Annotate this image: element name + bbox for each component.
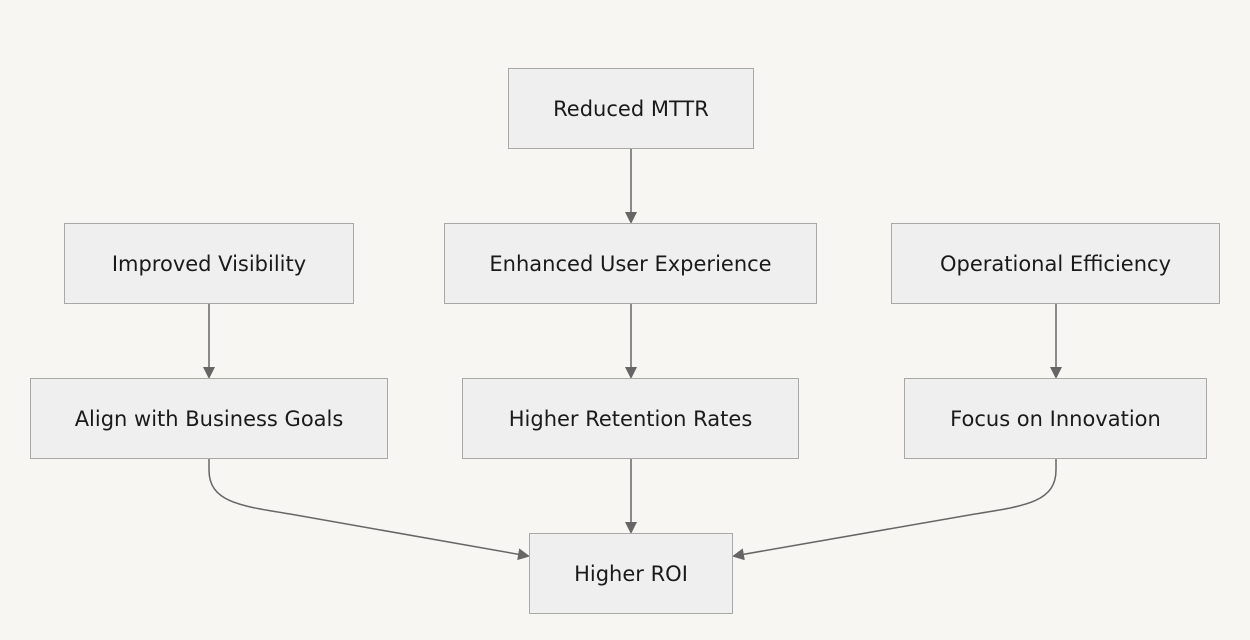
node-reduced-mttr: Reduced MTTR <box>508 68 754 149</box>
node-label: Enhanced User Experience <box>489 251 772 276</box>
node-higher-roi: Higher ROI <box>529 533 733 614</box>
node-label: Reduced MTTR <box>553 96 709 121</box>
node-operational-efficiency: Operational Efficiency <box>891 223 1220 304</box>
node-label: Improved Visibility <box>111 251 307 276</box>
node-label: Operational Efficiency <box>939 251 1172 276</box>
edge-focus-on-innovation-to-higher-roi <box>732 459 1057 561</box>
edge-align-with-business-goals-to-higher-roi <box>208 459 530 561</box>
node-focus-on-innovation: Focus on Innovation <box>904 378 1207 459</box>
node-enhanced-user-experience: Enhanced User Experience <box>444 223 817 304</box>
node-label: Higher Retention Rates <box>508 406 753 431</box>
node-align-with-business-goals: Align with Business Goals <box>30 378 388 459</box>
node-higher-retention-rates: Higher Retention Rates <box>462 378 799 459</box>
node-label: Align with Business Goals <box>74 406 344 431</box>
node-label: Focus on Innovation <box>950 406 1161 431</box>
node-improved-visibility: Improved Visibility <box>64 223 354 304</box>
node-label: Higher ROI <box>574 561 688 586</box>
